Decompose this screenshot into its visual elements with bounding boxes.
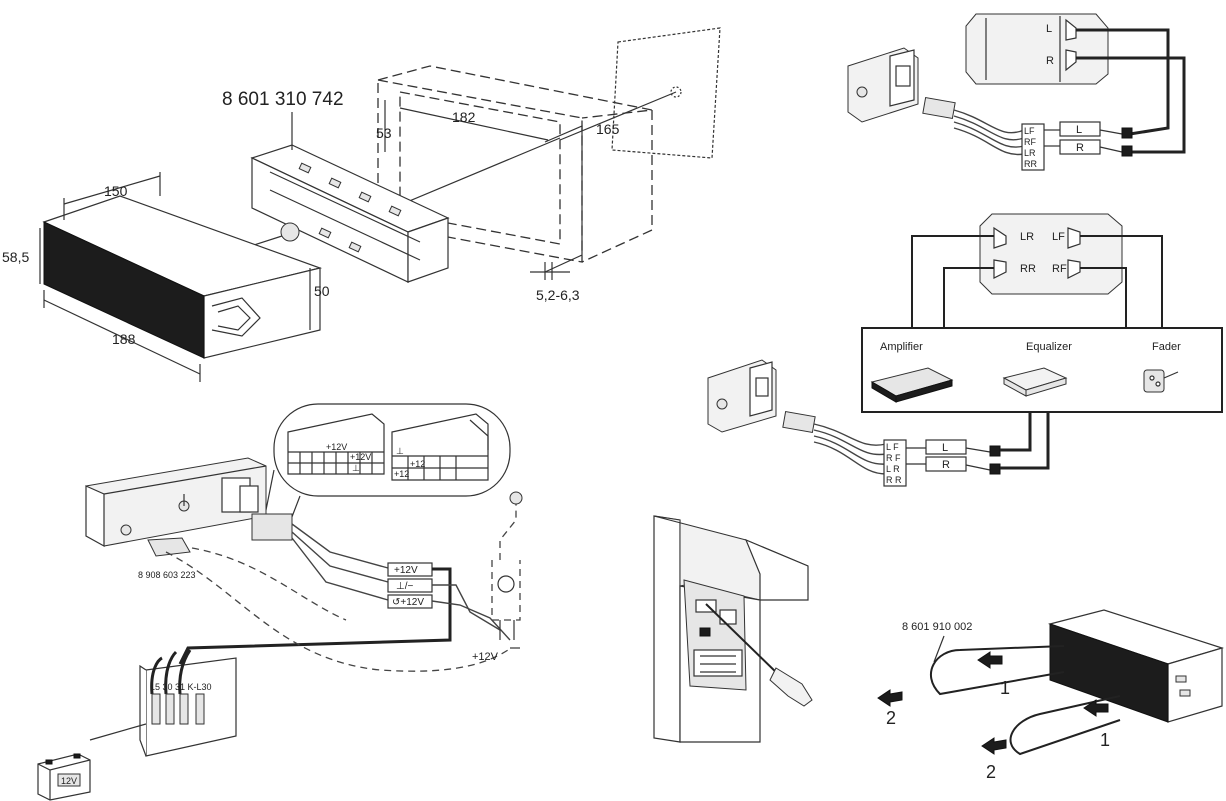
plug-l-amp <box>989 445 1001 457</box>
dimension-panel-thickness: 5,2-6,3 <box>536 287 580 303</box>
arrow-in-lower <box>1083 699 1109 717</box>
wire-tag-ground-text: ⊥/− <box>396 581 413 592</box>
radio-chassis-rear <box>85 457 267 548</box>
connector-zoom-bubble: +12V +12V ⊥ ⊥ +12 +12 <box>263 403 511 523</box>
ignition-plus12-label: +12V <box>472 651 499 663</box>
dimension-150: 150 <box>104 183 128 199</box>
power-wiring-diagram: +12V +12V ⊥ ⊥ +12 +12 <box>37 403 523 801</box>
radio-corner-amp <box>707 359 777 433</box>
plug-r-amp <box>989 463 1001 475</box>
dimension-53: 53 <box>376 125 392 141</box>
fader-icon <box>1143 369 1179 393</box>
speaker-label-lr: LR <box>1020 231 1034 243</box>
tag-l-amp <box>925 439 967 455</box>
component-amplifier-label: Amplifier <box>880 341 923 353</box>
dimension-58-5: 58,5 <box>2 249 29 265</box>
radio-unit-removal <box>1047 609 1225 723</box>
ignition-switch: +12V <box>472 491 523 663</box>
tag-l-top <box>1059 121 1101 137</box>
dimension-188: 188 <box>112 331 136 347</box>
part-number-sleeve: 8 601 310 742 <box>222 89 344 110</box>
pin-amp-rf: R F <box>886 453 901 463</box>
removal-tool-part-number: 8 601 910 002 <box>902 621 972 633</box>
connector-b-label-1: ⊥ <box>396 446 404 456</box>
dimension-165: 165 <box>596 121 620 137</box>
step-1-lower: 1 <box>1100 730 1110 750</box>
wire-tag-plus12-text: +12V <box>394 565 418 576</box>
battery-label: 12V <box>61 776 77 786</box>
pin-rr: RR <box>1024 159 1037 169</box>
plug-amp <box>782 410 816 434</box>
battery: 12V <box>37 753 91 801</box>
radio-corner-top <box>847 47 919 123</box>
component-equalizer-label: Equalizer <box>1026 341 1072 353</box>
speaker-label-l: L <box>1046 23 1052 35</box>
equalizer-icon <box>1002 367 1068 397</box>
connector-b-label-3: +12 <box>410 459 425 469</box>
components-box <box>861 327 1223 413</box>
connector-a-label-1: +12V <box>326 442 347 452</box>
arrow-out-upper <box>877 689 903 707</box>
step-2-upper: 2 <box>886 708 896 728</box>
plug-r-top <box>1121 145 1133 157</box>
speaker-connector-amp: L F R F L R R R <box>883 439 907 487</box>
plug-l-top <box>1121 127 1133 139</box>
mounting-exploded-view: 8 601 310 742 182 165 53 5,2-6,3 150 58,… <box>2 27 721 382</box>
connector-a-label-3: ⊥ <box>352 463 360 473</box>
mounting-sleeve <box>250 144 450 283</box>
pin-lf: LF <box>1024 126 1035 136</box>
removal-key-upper <box>929 645 1065 696</box>
connector-b-label-2: +12 <box>394 469 409 479</box>
tag-l-top-text: L <box>1076 124 1082 136</box>
wire-tag-switched-text: ↺+12V <box>392 597 424 608</box>
amplifier-icon <box>870 367 954 403</box>
removal-tool-illustration: 8 601 910 002 1 2 1 2 <box>877 609 1225 782</box>
removal-key-lower <box>1009 695 1121 756</box>
plug-top <box>922 96 956 120</box>
component-fader-label: Fader <box>1152 341 1181 353</box>
speaker-connector-top: LF RF LR RR <box>1021 123 1045 171</box>
dimension-50: 50 <box>314 283 330 299</box>
speaker-label-lf: LF <box>1052 231 1065 243</box>
antenna-adapter: 8 908 603 223 <box>138 537 196 580</box>
car-outline-top: L R <box>965 13 1109 85</box>
tag-r-amp <box>925 456 967 472</box>
arrow-out-lower <box>981 737 1007 755</box>
screwdriver <box>705 603 813 707</box>
step-1-upper: 1 <box>1000 678 1010 698</box>
tag-r-top-text: R <box>1076 142 1084 154</box>
car-outline-amp: LR LF RR RF <box>979 213 1123 295</box>
radio-unit <box>42 195 323 359</box>
speaker-label-rf: RF <box>1052 263 1067 275</box>
tag-l-amp-text: L <box>942 442 948 454</box>
connector-a-label-2: +12V <box>350 452 371 462</box>
dashboard-panel <box>611 27 721 159</box>
tag-r-amp-text: R <box>942 459 950 471</box>
lock-release-illustration <box>653 515 813 743</box>
dashboard-cutout <box>377 65 653 273</box>
radio-faceplate-removal <box>1049 623 1169 723</box>
fuse-box: 15 30 31 K-L30 <box>139 649 237 757</box>
speaker-wiring-amplifier: LR LF RR RF Amplifier Equalizer Fader <box>707 213 1223 487</box>
connector-a: +12V +12V ⊥ <box>287 413 385 475</box>
speaker-label-rr: RR <box>1020 263 1036 275</box>
pin-amp-lf: L F <box>886 442 899 452</box>
connector-b: ⊥ +12 +12 <box>391 413 489 481</box>
speaker-label-r: R <box>1046 55 1054 67</box>
speaker-wiring-direct: L R LF RF LR RR L R <box>847 13 1186 171</box>
step-2-lower: 2 <box>986 762 996 782</box>
pin-lr: LR <box>1024 148 1036 158</box>
pin-amp-rr: R R <box>886 475 902 485</box>
radio-faceplate <box>43 221 205 359</box>
iso-plug <box>251 513 293 541</box>
adapter-part-number: 8 908 603 223 <box>138 570 196 580</box>
pin-rf: RF <box>1024 137 1036 147</box>
dimension-182: 182 <box>452 109 476 125</box>
arrow-in-upper <box>977 651 1003 669</box>
pin-amp-lr: L R <box>886 464 900 474</box>
